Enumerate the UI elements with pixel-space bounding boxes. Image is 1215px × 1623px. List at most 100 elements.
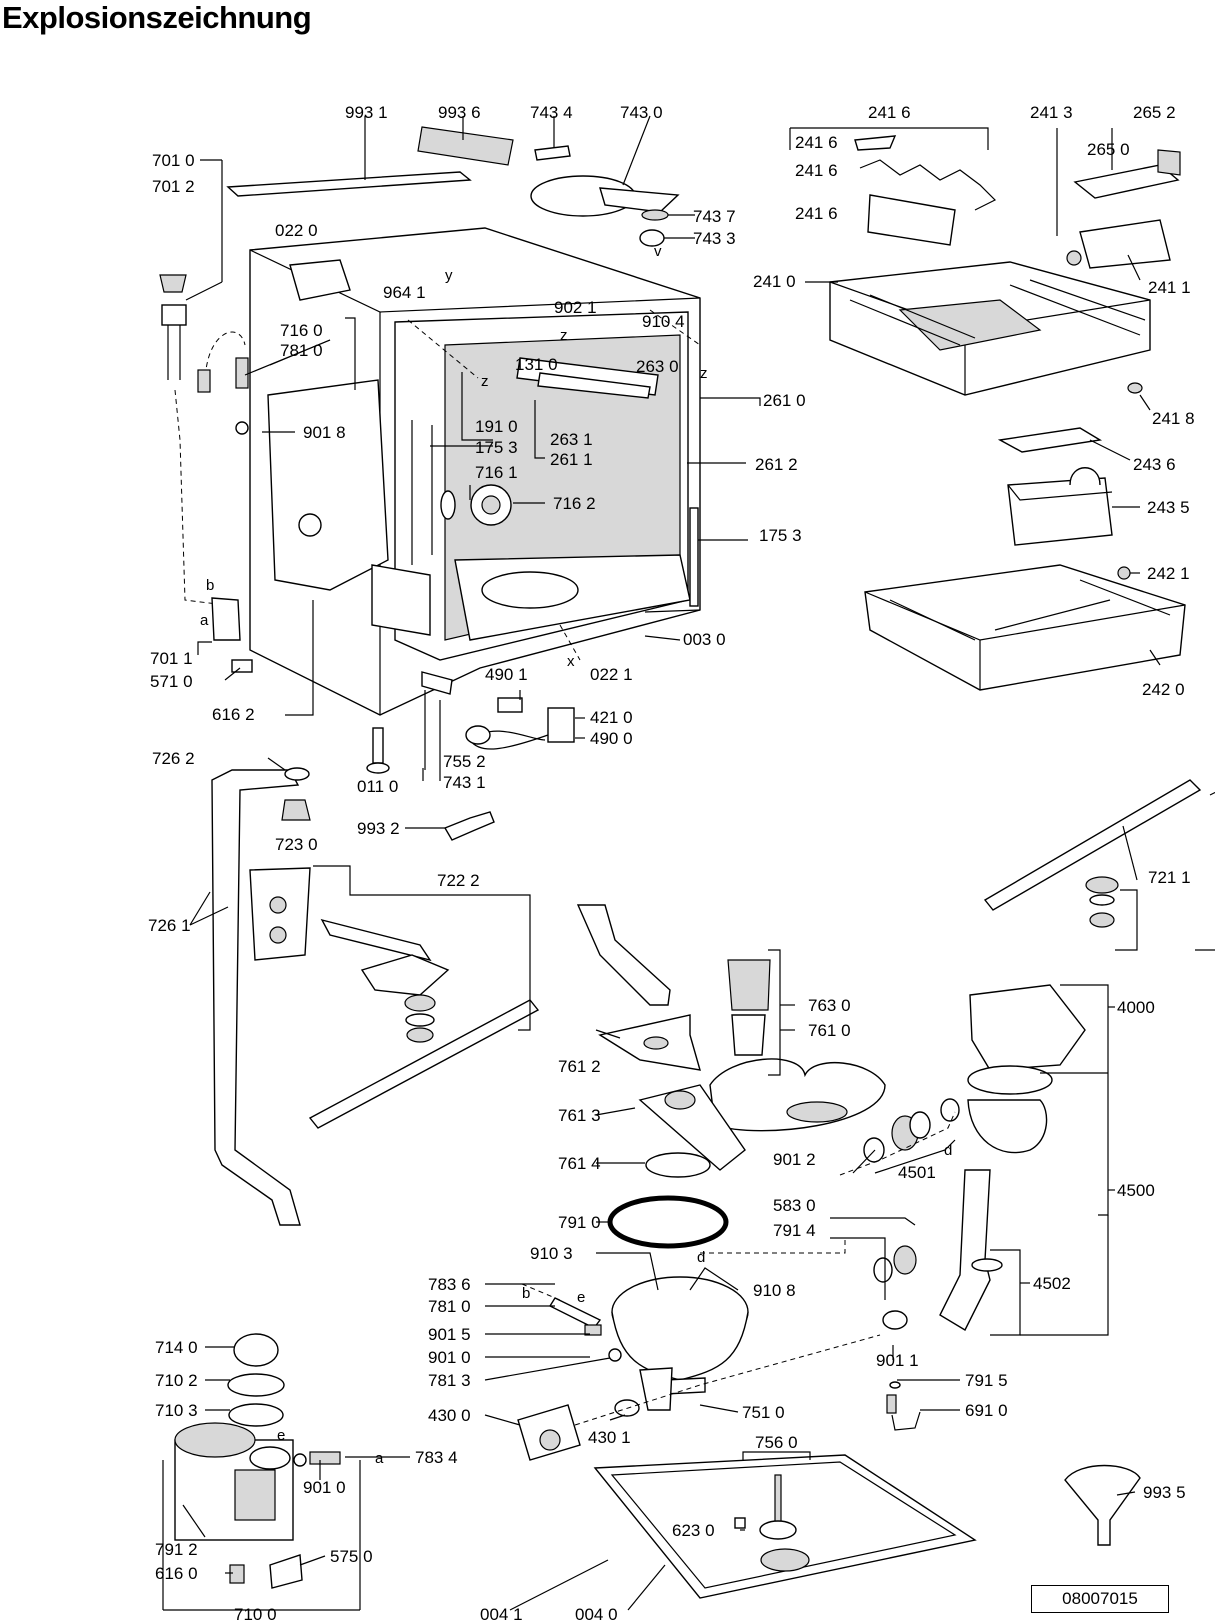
- spray-connector: [534, 116, 571, 161]
- callout: 4502: [1033, 1274, 1071, 1293]
- callout: 761 2: [558, 1057, 601, 1076]
- ref-letter: z: [700, 365, 708, 382]
- callout: 616 2: [212, 705, 255, 724]
- callout: 263 1: [550, 430, 593, 449]
- top-spray-plate: [530, 115, 695, 247]
- callout-labels: 993 1 993 6 743 4 743 0 241 6 241 6 241 …: [148, 103, 1195, 1623]
- bracket-7552: [421, 671, 453, 770]
- basket-stop: [1127, 382, 1143, 394]
- door-lock-harness: [465, 697, 575, 750]
- callout: 191 0: [475, 417, 518, 436]
- callout: 261 0: [763, 391, 806, 410]
- callout: 791 0: [558, 1213, 601, 1232]
- ref-letter: z: [560, 327, 568, 344]
- page-title: Explosionszeichnung: [2, 0, 312, 35]
- callout: 241 0: [753, 272, 796, 291]
- callout: 781 0: [428, 1297, 471, 1316]
- callout: 243 5: [1147, 498, 1190, 517]
- top-foil: [417, 116, 514, 166]
- callout: 726 1: [148, 916, 191, 935]
- callout: 710 2: [155, 1371, 198, 1390]
- callout: 4500: [1117, 1181, 1155, 1200]
- callout: 910 4: [642, 312, 685, 331]
- callout: 241 1: [1148, 278, 1191, 297]
- callout: 241 6: [795, 161, 838, 180]
- callout: 901 0: [428, 1348, 471, 1367]
- callout: 691 0: [965, 1401, 1008, 1420]
- callout: 902 1: [554, 298, 597, 317]
- tub-cabinet: [249, 227, 701, 716]
- ref-letter: e: [277, 1427, 285, 1444]
- callout: 901 5: [428, 1325, 471, 1344]
- basket-rack-holder: [854, 135, 997, 246]
- sump-assembly: [611, 1276, 749, 1411]
- callout: 781 0: [280, 341, 323, 360]
- callout: 623 0: [672, 1521, 715, 1540]
- callout: 430 1: [588, 1428, 631, 1447]
- callout: 421 0: [590, 708, 633, 727]
- drain-hose-4502: [873, 1169, 1003, 1331]
- ref-letter: b: [522, 1285, 530, 1302]
- pump-hose-4501: [863, 1098, 960, 1163]
- side-seal-strip: [689, 507, 748, 607]
- callout: 781 3: [428, 1371, 471, 1390]
- callout: 263 0: [636, 357, 679, 376]
- base-plate: [593, 1454, 977, 1599]
- callout: 763 0: [808, 996, 851, 1015]
- callout: 726 2: [152, 749, 195, 768]
- microfilter: [598, 1014, 701, 1071]
- softener-assembly: [162, 1333, 361, 1611]
- callout: 993 5: [1143, 1483, 1186, 1502]
- callout: 575 0: [330, 1547, 373, 1566]
- callout: 791 2: [155, 1540, 198, 1559]
- callout: 022 1: [590, 665, 633, 684]
- cutlery-grid: [997, 427, 1103, 453]
- callout: 756 0: [755, 1433, 798, 1452]
- callout: 701 0: [152, 151, 195, 170]
- reference-letters: b a z z z x y v d d e b e a: [200, 243, 952, 1467]
- callout: 430 0: [428, 1406, 471, 1425]
- callout: 722 2: [437, 871, 480, 890]
- callout: 710 3: [155, 1401, 198, 1420]
- ref-letter: v: [654, 243, 662, 260]
- callout: 022 0: [275, 221, 318, 240]
- callout: 716 0: [280, 321, 323, 340]
- filter-pipe: [576, 904, 671, 1006]
- callout: 910 3: [530, 1244, 573, 1263]
- lower-spray-arm: [308, 999, 540, 1129]
- callout: 616 0: [155, 1564, 198, 1583]
- cup-rack: [1066, 149, 1181, 269]
- callout: 755 2: [443, 752, 486, 771]
- callout: 761 4: [558, 1154, 601, 1173]
- ref-letter: d: [944, 1142, 952, 1159]
- callout: 571 0: [150, 672, 193, 691]
- callout: 716 2: [553, 494, 596, 513]
- leveling-foot: [366, 727, 390, 774]
- document-number-box: 08007015: [1031, 1585, 1169, 1613]
- callout: 721 1: [1148, 868, 1191, 887]
- callout: 714 0: [155, 1338, 198, 1357]
- callout: 004 1: [480, 1605, 523, 1623]
- sensor-parts-783x: [521, 1283, 622, 1362]
- callout: 4501: [898, 1163, 936, 1182]
- sump-gasket: [607, 1195, 729, 1249]
- callout: 743 3: [693, 229, 736, 248]
- callout: 583 0: [773, 1196, 816, 1215]
- callout: 783 4: [415, 1448, 458, 1467]
- callout: 751 0: [742, 1403, 785, 1422]
- ref-letter: x: [567, 653, 575, 670]
- callout: 910 8: [753, 1281, 796, 1300]
- circulation-pump: [967, 984, 1086, 1154]
- callout: 241 6: [795, 133, 838, 152]
- ref-letter: a: [200, 612, 209, 629]
- callout: 743 0: [620, 103, 663, 122]
- callout: 761 3: [558, 1106, 601, 1125]
- cutlery-basket: [1007, 467, 1113, 546]
- heater-pump: [517, 1404, 581, 1461]
- callout: 791 5: [965, 1371, 1008, 1390]
- callout: 901 0: [303, 1478, 346, 1497]
- callout: 490 1: [485, 665, 528, 684]
- callout: 743 1: [443, 773, 486, 792]
- callout: 783 6: [428, 1275, 471, 1294]
- callout: 716 1: [475, 463, 518, 482]
